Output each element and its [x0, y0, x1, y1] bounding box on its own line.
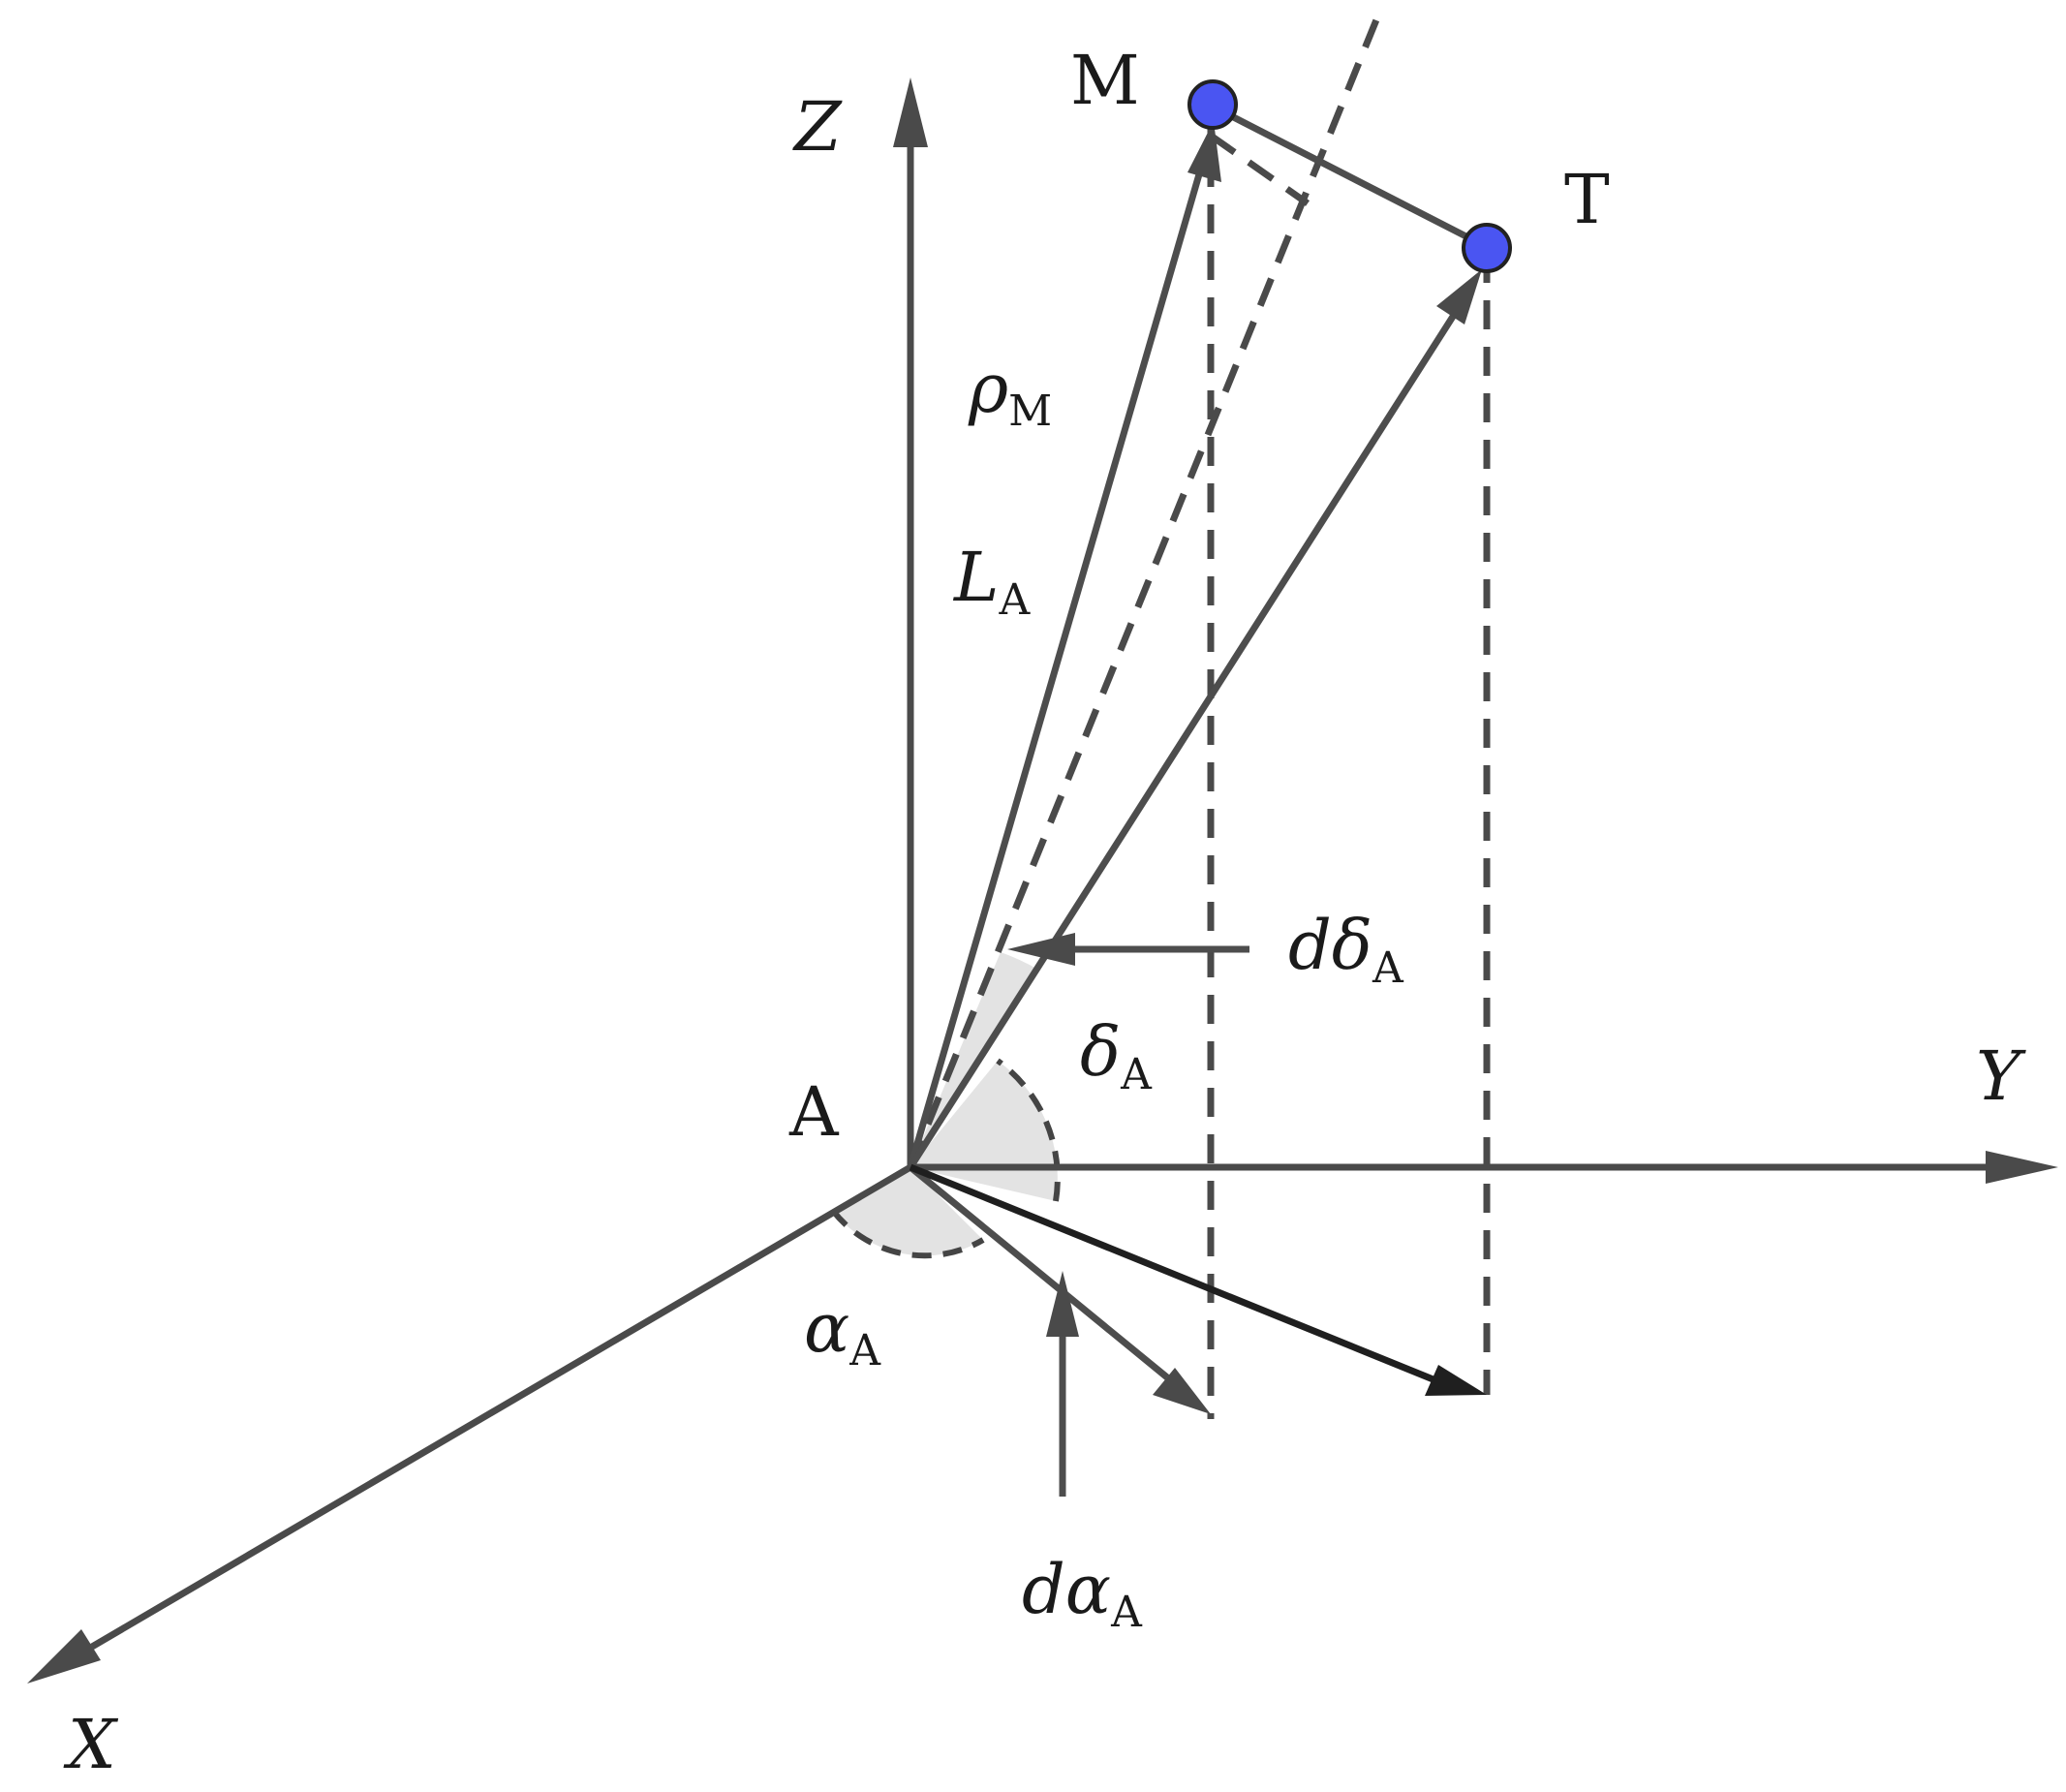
x-axis-arrowhead [27, 1629, 101, 1684]
point-t [1462, 223, 1512, 273]
point-m-label: M [1070, 41, 1140, 120]
y-axis-label: Y [1976, 1036, 2026, 1116]
vector-a-to-t [908, 310, 1459, 1169]
delta-a-label: δA [1080, 1012, 1153, 1099]
point-t-label: T [1564, 160, 1610, 239]
vector-a-to-m-arrowhead [1187, 121, 1221, 182]
x-axis [90, 1163, 912, 1651]
z-axis-arrowhead [893, 77, 928, 147]
d-alpha-pointer-arrowhead [1046, 1271, 1079, 1337]
projection-a-to-t-foot [909, 1163, 1437, 1384]
alpha-a-sub: A [848, 1326, 881, 1375]
segment-m-t [1211, 103, 1489, 251]
l-a-base: L [952, 538, 999, 617]
d-delta-a-label: dδA [1288, 906, 1404, 993]
mt-midpoint-dash [1208, 133, 1311, 206]
projection-a-to-m-foot-arrowhead [1153, 1368, 1211, 1414]
rho-m-label: ρM [968, 349, 1052, 436]
z-axis-label: Z [792, 87, 843, 167]
l-a-label: LA [952, 538, 1031, 625]
delta-a-sub: A [1120, 1050, 1153, 1099]
projection-a-to-m-foot [908, 1164, 1170, 1380]
d-alpha-a-sub: A [1110, 1588, 1143, 1637]
d-alpha-a-label: dαA [1022, 1550, 1143, 1637]
vector-a-to-m [907, 173, 1203, 1168]
delta-a-base: δ [1080, 1012, 1121, 1092]
y-axis-arrowhead [1986, 1151, 2058, 1184]
x-axis-label: X [63, 1705, 119, 1784]
rho-m-base: ρ [968, 349, 1008, 428]
bisector-dashed-line [907, 15, 1381, 1169]
alpha-a-base: α [804, 1288, 849, 1368]
d-alpha-a-base: dα [1022, 1550, 1111, 1629]
l-a-sub: A [998, 575, 1031, 625]
delta-angle-arc [996, 1058, 1061, 1202]
alpha-a-label: αA [804, 1288, 881, 1375]
d-delta-a-sub: A [1372, 943, 1404, 993]
projection-a-to-t-foot-arrowhead [1425, 1365, 1487, 1396]
d-delta-pointer-arrowhead [1007, 933, 1075, 966]
d-delta-a-base: dδ [1288, 906, 1372, 985]
vector-a-to-t-arrowhead [1436, 269, 1482, 324]
point-m [1187, 79, 1238, 130]
alpha-angle-sector [833, 1167, 983, 1256]
origin-label: A [788, 1072, 840, 1152]
rho-m-sub: M [1008, 386, 1052, 436]
